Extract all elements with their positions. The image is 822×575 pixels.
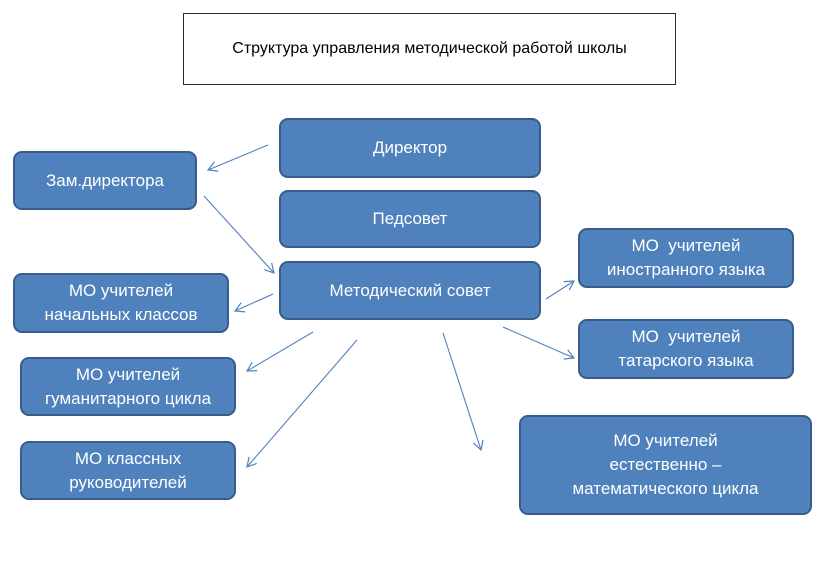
node-mo-humanities: МО учителей гуманитарного цикла [20, 357, 236, 416]
node-label: МО классных [74, 448, 182, 468]
node-label: Педсовет [372, 209, 448, 228]
node-mo-primary: МО учителей начальных классов [13, 273, 229, 333]
node-label: татарского языка [618, 351, 754, 370]
node-label: МО учителей [613, 431, 718, 450]
node-label: МО учителей [68, 281, 174, 300]
diagram-title: Структура управления методической работо… [183, 13, 676, 85]
node-pedsovet: Педсовет [279, 190, 541, 248]
node-mo-class-teachers: МО классных руководителей [20, 441, 236, 500]
node-label: гуманитарного цикла [44, 388, 212, 408]
node-label: МО учителей [75, 364, 181, 384]
node-label: начальных классов [44, 305, 198, 324]
arrow-council-to-primary [233, 293, 274, 313]
node-label: Директор [372, 138, 448, 157]
node-label: руководителей [69, 472, 187, 492]
node-label: естественно – [609, 455, 722, 474]
node-label: Зам.директора [45, 170, 165, 190]
node-mo-science: МО учителей естественно – математическог… [519, 415, 812, 515]
arrow-deputy-to-council [203, 195, 275, 274]
node-label: Методический совет [329, 280, 491, 300]
node-label: МО учителей [631, 236, 741, 255]
node-director: Директор [279, 118, 541, 178]
node-mo-tatar: МО учителей татарского языка [578, 319, 794, 379]
node-label: иностранного языка [606, 260, 766, 279]
arrow-council-to-humanities [245, 331, 314, 372]
node-mo-foreign: МО учителей иностранного языка [578, 228, 794, 288]
arrow-council-to-tatar [502, 326, 576, 360]
node-label: математического цикла [572, 479, 759, 498]
node-label: МО учителей [631, 327, 741, 346]
arrow-council-to-science [442, 332, 484, 452]
arrow-director-to-deputy [206, 144, 269, 172]
node-methodical-council: Методический совет [279, 261, 541, 320]
arrow-council-to-foreign [545, 280, 576, 300]
arrow-council-to-class-teachers [246, 339, 358, 468]
node-deputy-director: Зам.директора [13, 151, 197, 210]
